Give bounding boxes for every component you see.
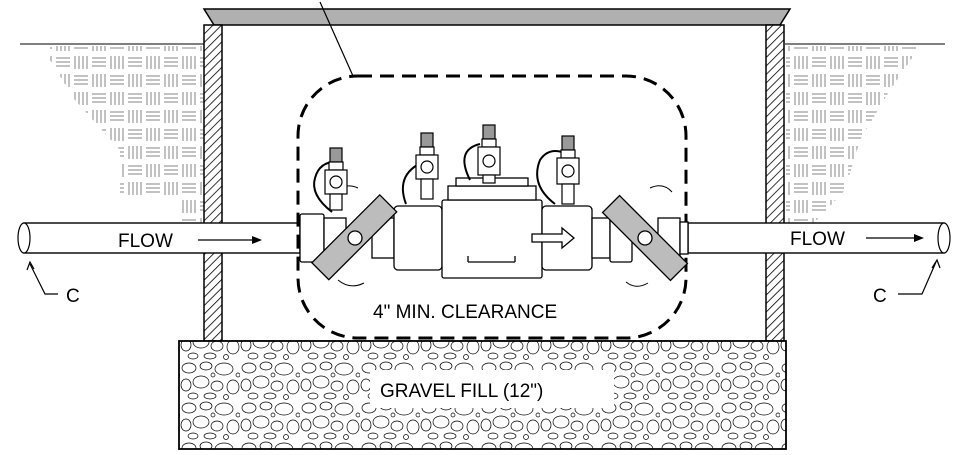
- ball-valve-inlet: [310, 185, 398, 287]
- flow-arrow-right: [866, 234, 924, 242]
- flow-label-right: FLOW: [790, 229, 845, 250]
- test-cock-4: [536, 135, 580, 205]
- gravel-label: GRAVEL FILL (12"): [380, 381, 543, 402]
- flow-label-left: FLOW: [118, 231, 173, 252]
- gravel-fill: [178, 340, 787, 450]
- section-label-left: C: [66, 286, 80, 307]
- soil-right: [785, 43, 945, 225]
- section-label-right: C: [873, 286, 887, 307]
- vault-wall-left: [203, 24, 223, 342]
- vault-wall-right: [765, 24, 785, 342]
- soil-left: [20, 43, 205, 225]
- section-marker-left: [26, 260, 58, 295]
- section-marker-right: [898, 258, 941, 295]
- test-cock-3: [463, 124, 501, 184]
- test-cock-1: [313, 147, 348, 213]
- test-cock-2: [401, 132, 439, 205]
- ball-valve-outlet: [601, 185, 689, 287]
- leader-line: [319, 1, 354, 77]
- clearance-boundary: [296, 74, 688, 340]
- flow-arrow-left: [198, 236, 262, 244]
- vault-lid: [202, 8, 792, 26]
- clearance-label: 4" MIN. CLEARANCE: [373, 302, 557, 323]
